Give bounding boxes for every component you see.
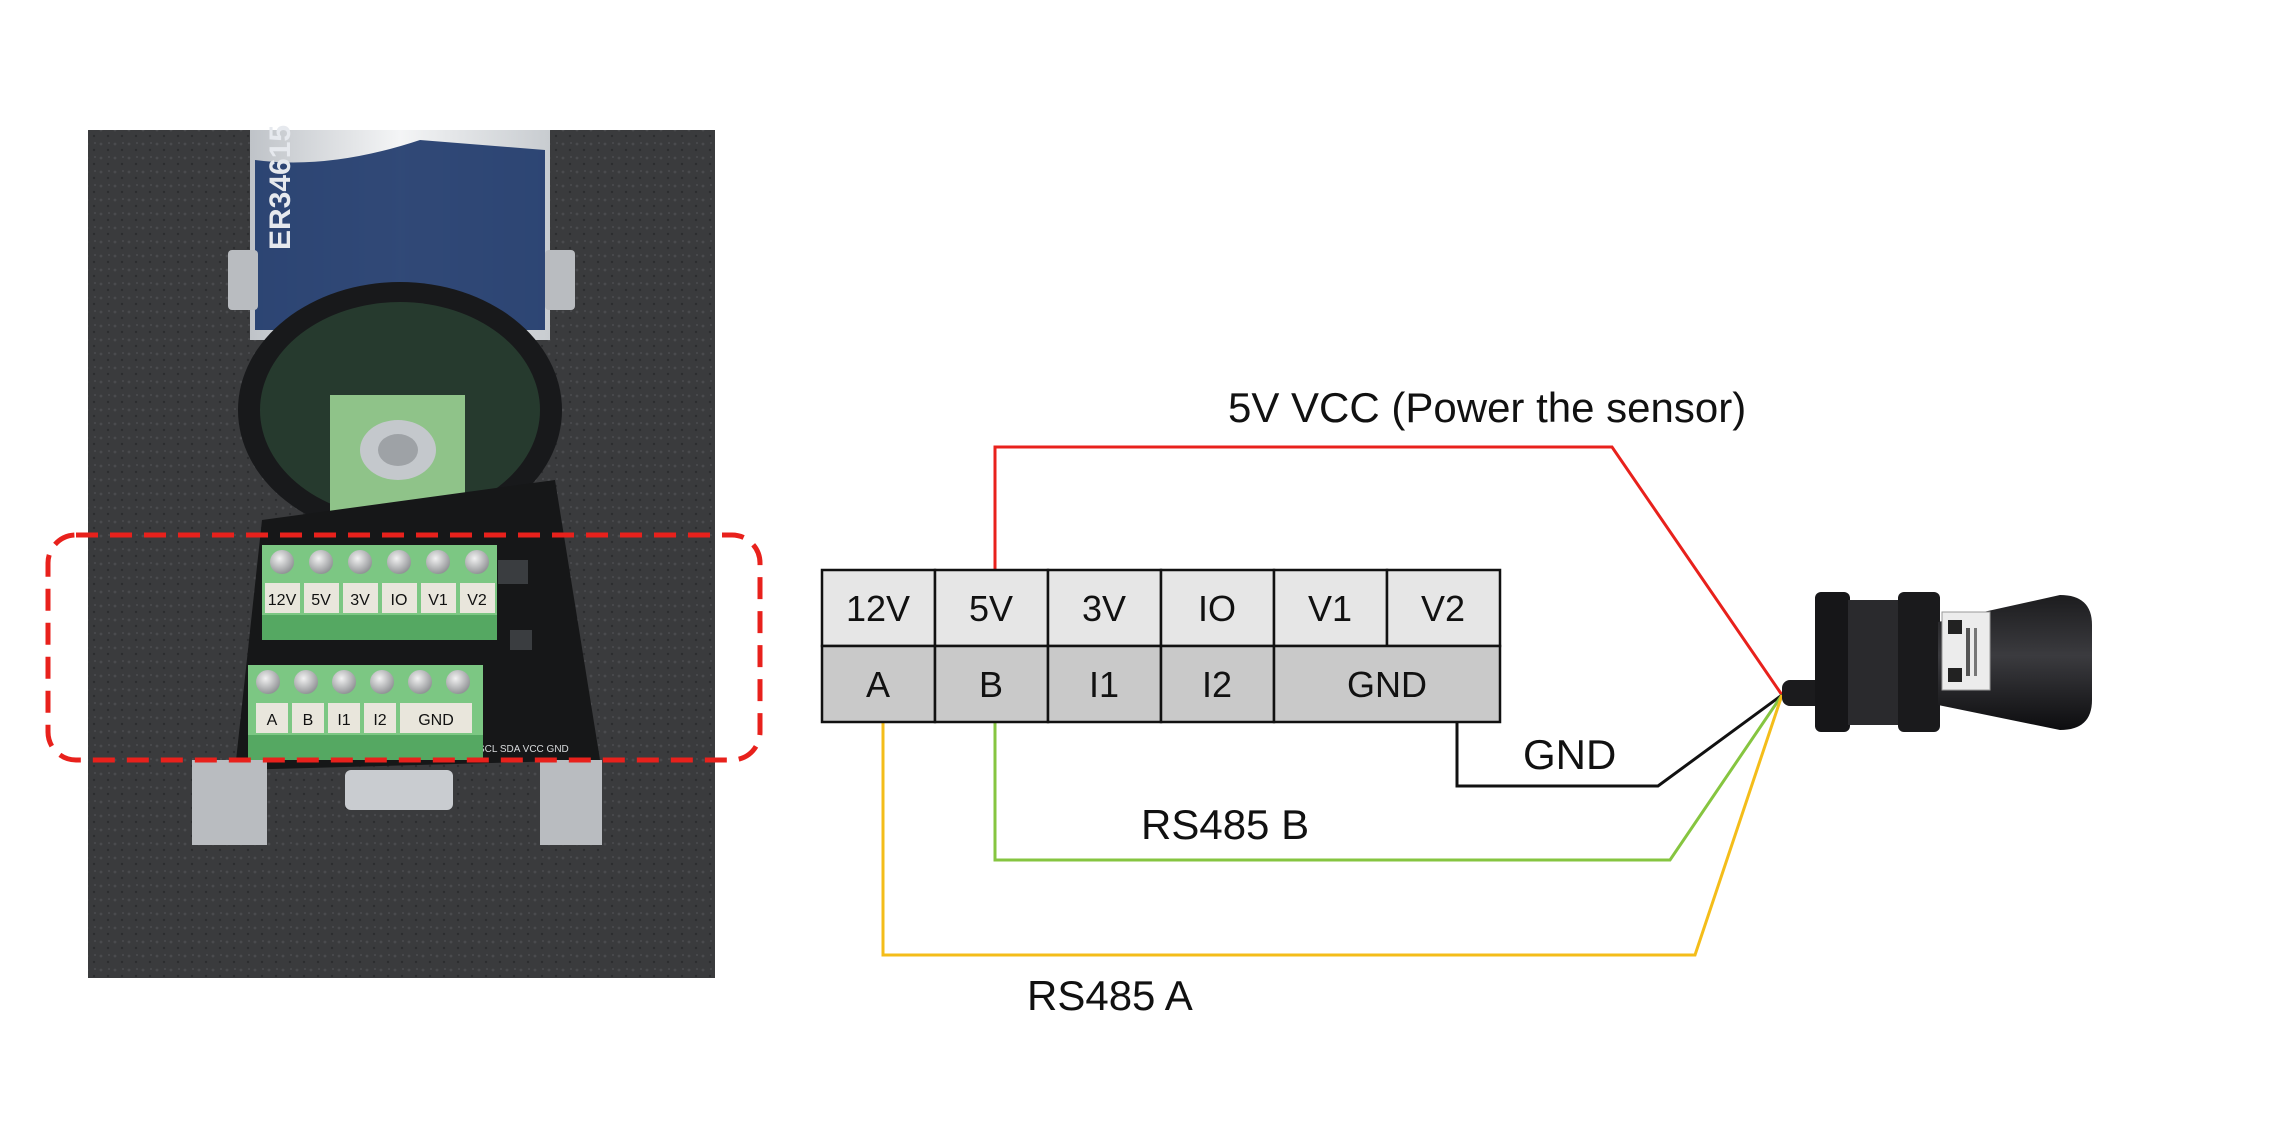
terminal-label-5v: 5V [969,588,1013,629]
terminal-table: 12V 5V 3V IO V1 V2 A B I1 I2 GND [820,568,1502,724]
terminal-label-i2: I2 [1202,664,1232,705]
wire-label-5v-vcc: 5V VCC (Power the sensor) [1228,384,1746,431]
photo-top-label: 5V [311,592,331,609]
terminal-cell [933,568,1050,648]
photo-terminal-top: 12V 5V 3V IO V1 V2 [262,545,497,640]
photo-top-label: V2 [467,592,487,609]
photo-bottom-label: I1 [337,712,350,729]
photo-top-label: 3V [350,592,370,609]
ultrasonic-sensor [1782,592,2092,732]
sensor-collar [1898,592,1940,732]
terminal-label-3v: 3V [1082,588,1126,629]
photo-labels-top: 12V 5V 3V IO V1 V2 [265,583,495,613]
terminal-cell [1046,568,1163,648]
wire-label-gnd: GND [1523,731,1616,778]
photo-bottom-label: GND [418,712,454,729]
wire-rs485-a [881,694,1784,957]
wire-label-rs485-a: RS485 A [1027,972,1193,1019]
photo-top-label: IO [391,592,408,609]
terminal-cell [1159,568,1276,648]
terminal-label-v1: V1 [1308,588,1352,629]
sensor-thread [1848,600,1903,725]
terminal-label-v2: V2 [1421,588,1465,629]
pcb-silkscreen: SCL SDA VCC GND [478,744,569,755]
terminal-highlight [45,532,763,763]
photo-bottom-label: I2 [373,712,386,729]
terminal-label-io: IO [1198,588,1236,629]
terminal-top-row: 12V 5V 3V IO V1 V2 [820,568,1502,648]
terminal-label-12v: 12V [846,588,910,629]
photo-screws-bottom [256,670,470,694]
photo-top-label: 12V [268,592,297,609]
terminal-label-gnd: GND [1347,664,1427,705]
terminal-cell [1272,644,1502,724]
photo-labels-bottom: A B I1 I2 GND [256,703,472,733]
terminal-bottom-row: A B I1 I2 GND [820,644,1502,724]
photo-terminal-bottom: A B I1 I2 GND [248,665,483,760]
terminal-label-b: B [979,664,1003,705]
terminal-label-i1: I1 [1089,664,1119,705]
wire-rs485-b [993,694,1784,862]
sensor-nut [1815,592,1850,732]
photo-bottom-label: B [303,712,314,729]
terminal-label-a: A [866,664,890,705]
terminal-cell [820,568,937,648]
board-photo: ER34615 SCL SDA VCC GND [88,125,715,978]
wire-gnd [1455,693,1783,788]
wire-label-rs485-b: RS485 B [1141,801,1309,848]
photo-top-label: V1 [428,592,448,609]
photo-bottom-label: A [267,712,278,729]
battery-label: ER34615 [264,125,297,250]
wire-5v-vcc [993,445,1784,696]
battery: ER34615 [228,125,575,538]
wires [881,445,1784,957]
photo-screws-top [270,550,489,574]
